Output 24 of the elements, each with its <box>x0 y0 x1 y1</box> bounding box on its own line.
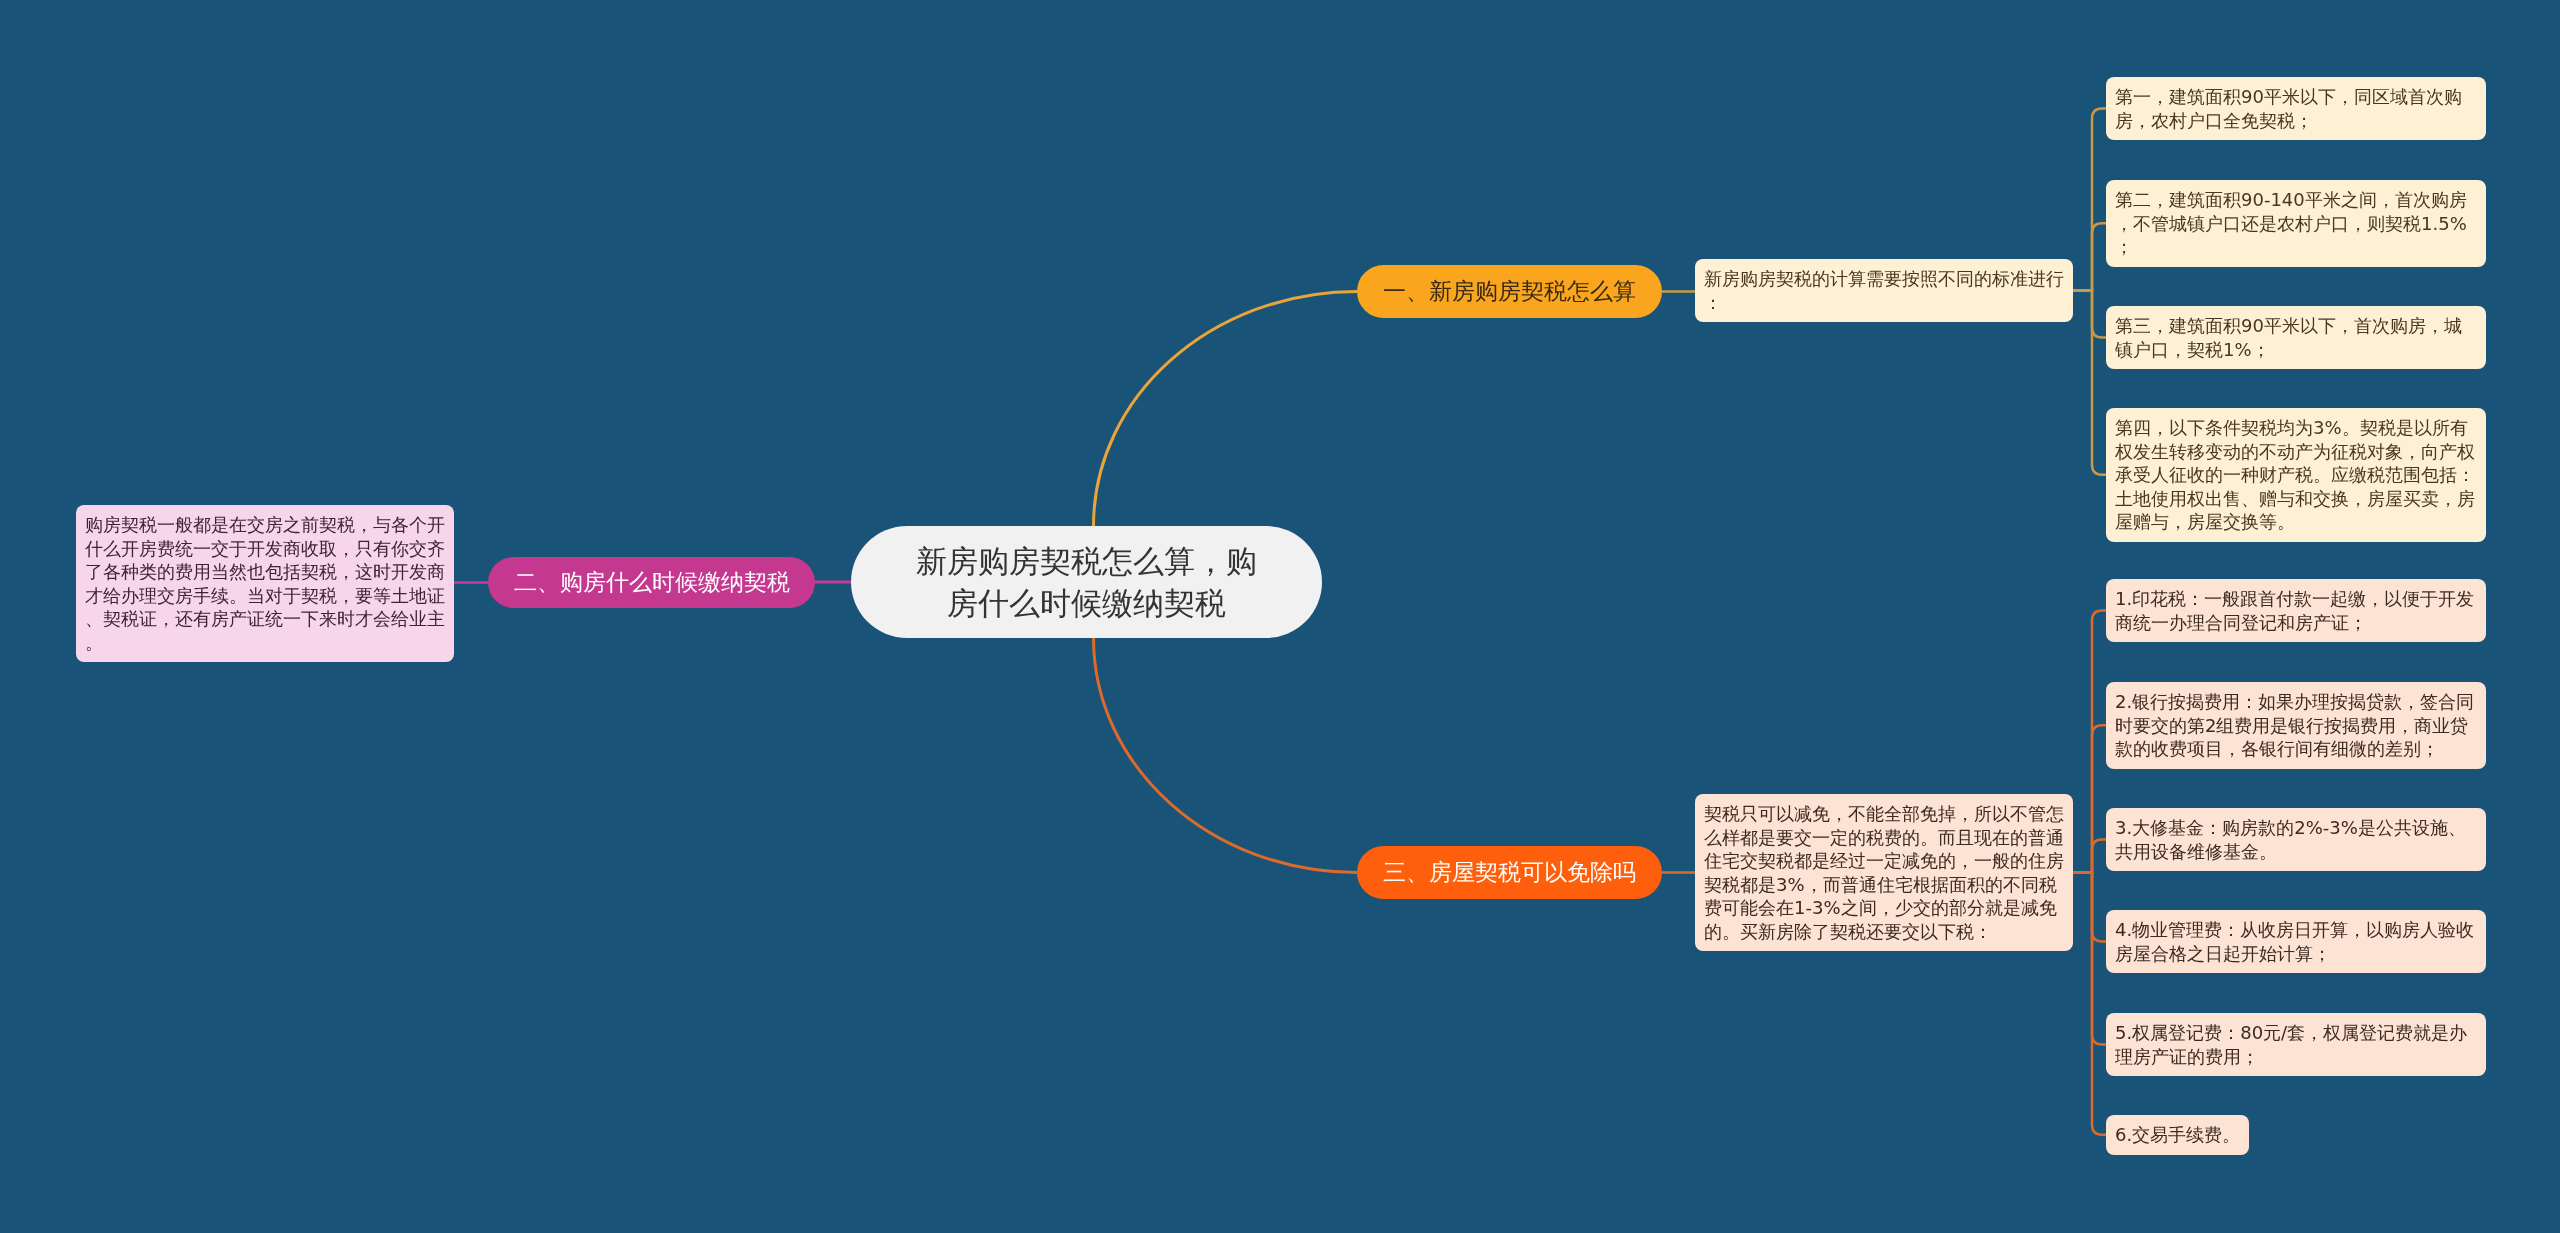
note-card: 5.权属登记费：80元/套，权属登记费就是办理房产证的费用； <box>2106 1013 2486 1076</box>
note-card: 6.交易手续费。 <box>2106 1115 2250 1155</box>
connector-line <box>815 580 851 584</box>
note-card: 购房契税一般都是在交房之前契税，与各个开什么开房费统一交于开发商收取，只有你交齐了各种类的费用当然也包括契税，这时开发商才给办理交房手续。当对于契税，要等土地证、契税证，还有房产证统一下来时才会给业主。 <box>76 505 454 662</box>
note-card: 第二，建筑面积90-140平米之间，首次购房，不管城镇户口还是农村户口，则契税1.5%； <box>2106 180 2486 267</box>
branch-topic: 二、购房什么时候缴纳契税 <box>488 557 815 608</box>
note-card: 契税只可以减免，不能全部免掉，所以不管怎么样都是要交一定的税费的。而且现在的普通住宅交契税都是经过一定减免的，一般的住房契税都是3%，而普通住宅根据面积的不同税费可能会在1-3%之间，少交的部分就是减免的。买新房除了契税还要交以下税： <box>1695 794 2073 951</box>
connector-line <box>1662 871 1695 874</box>
connector-line <box>1092 637 1358 874</box>
branch-topic: 三、房屋契税可以免除吗 <box>1357 846 1662 899</box>
note-card: 2.银行按揭费用：如果办理按揭贷款，签合同时要交的第2组费用是银行按揭费用，商业贷款的收费项目，各银行间有细微的差别； <box>2106 682 2486 769</box>
note-card: 新房购房契税的计算需要按照不同的标准进行： <box>1695 259 2073 322</box>
note-card: 第三，建筑面积90平米以下，首次购房，城镇户口，契税1%； <box>2106 306 2486 369</box>
connector-line <box>1662 290 1695 293</box>
note-card: 1.印花税：一般跟首付款一起缴，以便于开发商统一办理合同登记和房产证； <box>2106 579 2486 642</box>
central-topic: 新房购房契税怎么算，购房什么时候缴纳契税 <box>851 526 1322 638</box>
connector-line <box>1092 290 1358 527</box>
branch-topic: 一、新房购房契税怎么算 <box>1357 265 1662 318</box>
note-card: 4.物业管理费：从收房日开算，以购房人验收房屋合格之日起开始计算； <box>2106 910 2486 973</box>
note-card: 3.大修基金：购房款的2%-3%是公共设施、共用设备维修基金。 <box>2106 808 2486 871</box>
note-card: 第四，以下条件契税均为3%。契税是以所有权发生转移变动的不动产为征税对象，向产权承受人征收的一种财产税。应缴税范围包括：土地使用权出售、赠与和交换，房屋买卖，房屋赠与，房屋交换等。 <box>2106 408 2486 542</box>
connector-line <box>2073 289 2106 477</box>
connector-line <box>454 581 488 584</box>
note-card: 第一，建筑面积90平米以下，同区域首次购房，农村户口全免契税； <box>2106 77 2486 140</box>
